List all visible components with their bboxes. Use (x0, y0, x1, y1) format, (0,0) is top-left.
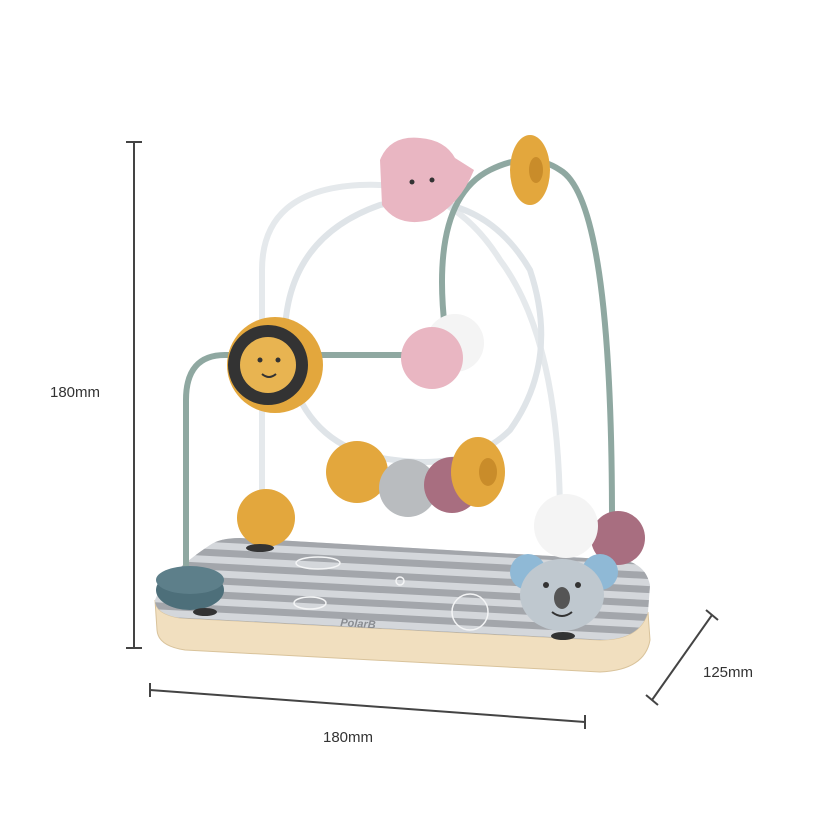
white-bead-right (534, 494, 598, 558)
koala-bead (510, 554, 618, 631)
gray-bead (379, 459, 437, 517)
fox-bead (380, 137, 474, 223)
mustard-bead-middle (326, 441, 388, 503)
beads (156, 135, 645, 631)
width-label: 180mm (323, 729, 374, 746)
pink-bead-upper (401, 327, 463, 389)
base-animal-prints (293, 556, 489, 631)
brand-logo: PolarB (340, 617, 376, 631)
mustard-ring-bead (451, 437, 505, 507)
mauve-bead-right (591, 511, 645, 565)
wire-sage-left (183, 352, 423, 593)
height-dimension-line (126, 141, 142, 649)
height-label: 180mm (50, 384, 101, 401)
depth-label: 125mm (703, 664, 754, 681)
base-feet (193, 544, 575, 640)
wire-white-circle (281, 198, 545, 465)
width-dimension-line (149, 683, 586, 729)
depth-dimension-line (645, 609, 719, 706)
mustard-bead-left (237, 489, 295, 547)
